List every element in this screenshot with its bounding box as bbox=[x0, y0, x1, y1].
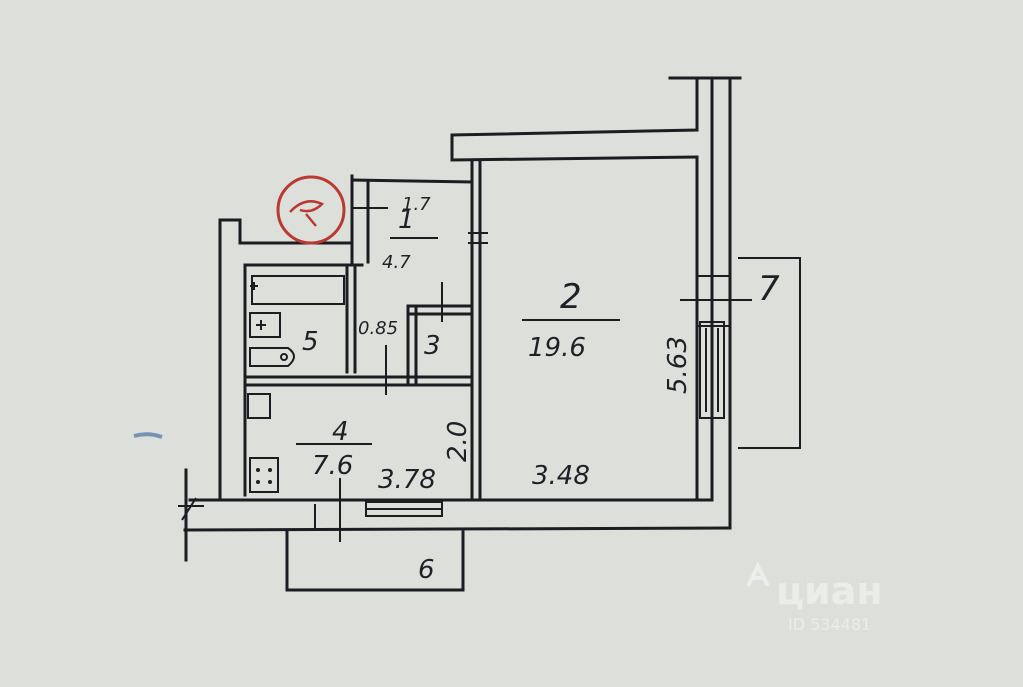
ink-smudge bbox=[133, 432, 163, 439]
room-labels: 1 4.7 1.7 2 19.6 3 4 7.6 5 0.85 6 7 3.78… bbox=[296, 194, 780, 585]
watermark-brand: циан bbox=[776, 569, 883, 613]
outer-walls bbox=[178, 76, 742, 562]
room-depth-dimension: 5.63 bbox=[663, 336, 693, 394]
hall-width-dimension: 1.7 bbox=[402, 194, 431, 215]
room-4-number: 4 bbox=[332, 417, 349, 447]
kitchen-width-dimension: 3.78 bbox=[378, 465, 436, 495]
room-6-number: 6 bbox=[418, 555, 435, 585]
room-2-area: 19.6 bbox=[528, 333, 586, 363]
room-4-area: 7.6 bbox=[312, 451, 353, 481]
kitchen-depth-dimension: 2.0 bbox=[443, 421, 473, 462]
room-3-number: 3 bbox=[424, 331, 441, 361]
watermark: циан ID 534481 bbox=[746, 561, 883, 634]
room-2-number: 2 bbox=[560, 277, 582, 317]
watermark-id: ID 534481 bbox=[788, 615, 871, 634]
sink-icon bbox=[249, 312, 281, 338]
room-width-dimension: 3.48 bbox=[532, 461, 590, 491]
stove-icon bbox=[249, 457, 279, 493]
room-7-number: 7 bbox=[758, 269, 780, 309]
bathtub-icon bbox=[251, 275, 345, 305]
room-1-area: 4.7 bbox=[382, 252, 411, 273]
toilet-icon bbox=[249, 347, 295, 367]
room-1-number: 1 bbox=[398, 205, 415, 235]
room-5-number: 5 bbox=[302, 327, 319, 357]
gas-stamp-icon bbox=[276, 175, 346, 245]
closet-width-dimension: 0.85 bbox=[358, 318, 398, 339]
fixtures bbox=[247, 275, 345, 493]
partitions bbox=[243, 160, 801, 592]
kitchen-sink-icon bbox=[247, 393, 271, 419]
brand-logo-icon bbox=[746, 561, 770, 587]
